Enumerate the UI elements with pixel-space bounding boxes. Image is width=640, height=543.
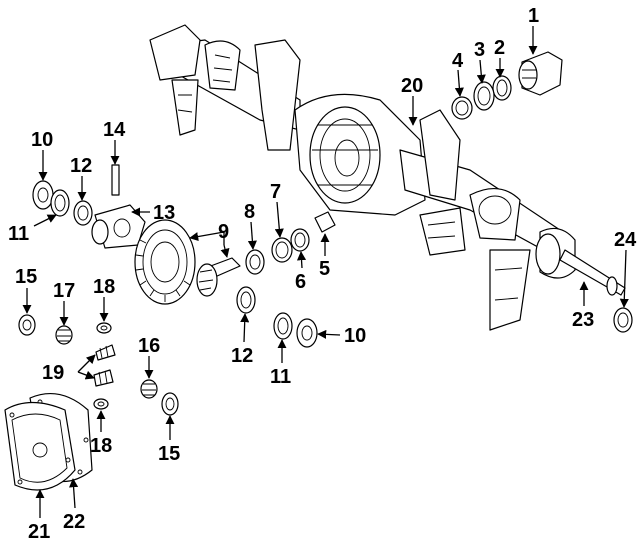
callout-labels: 1 2 3 4 20 10 14 12 11 13 9 8 7 6 5 15 1… <box>8 5 637 543</box>
callout-21: 21 <box>28 521 50 543</box>
bearing-8 <box>245 249 265 275</box>
washer-18-top <box>96 322 112 334</box>
pinion-gear-19-top <box>95 344 116 361</box>
pinion-bearing-3 <box>473 81 495 111</box>
callout-15-right: 15 <box>158 443 180 465</box>
ring-gear-9 <box>134 219 196 305</box>
pinion-yoke-1 <box>518 51 563 96</box>
callout-10-right: 10 <box>344 325 366 347</box>
callout-8: 8 <box>244 201 255 223</box>
callout-22: 22 <box>63 511 85 533</box>
callout-3: 3 <box>474 39 485 61</box>
callout-14: 14 <box>103 119 126 141</box>
callout-17: 17 <box>53 280 75 302</box>
callout-5: 5 <box>319 258 330 280</box>
shim-10-right <box>296 318 318 348</box>
axle-housing <box>149 24 626 331</box>
bearing-cup-7 <box>271 237 293 263</box>
leader-lines <box>22 26 629 518</box>
bearing-12-right <box>236 286 256 314</box>
callout-4: 4 <box>452 50 464 72</box>
side-gear-16 <box>140 379 158 399</box>
callout-6: 6 <box>295 271 306 293</box>
callout-10-left: 10 <box>31 129 53 151</box>
drive-pinion-9 <box>196 257 241 297</box>
seal-24 <box>613 307 633 333</box>
callout-24: 24 <box>614 229 637 251</box>
callout-11-right: 11 <box>270 366 291 388</box>
pinion-seal-2 <box>492 75 512 101</box>
callout-18-top: 18 <box>93 276 115 298</box>
bearing-12-left <box>73 200 93 226</box>
callout-12-left: 12 <box>70 155 92 177</box>
cross-shaft-14 <box>111 164 120 196</box>
callout-23: 23 <box>572 309 594 331</box>
callout-15-left: 15 <box>15 266 37 288</box>
callout-16: 16 <box>138 335 160 357</box>
collapsible-spacer-5 <box>314 211 336 233</box>
callout-19: 19 <box>42 362 64 384</box>
shim-10-left <box>32 180 54 210</box>
bearing-cup-11-right <box>273 312 293 340</box>
callout-9: 9 <box>218 221 229 243</box>
callout-1: 1 <box>528 5 539 27</box>
bearing-cup-11-left <box>50 189 70 217</box>
bearing-race-4 <box>451 96 473 120</box>
callout-20: 20 <box>401 75 423 97</box>
washer-18-bottom <box>93 398 109 410</box>
callout-11-left: 11 <box>8 223 29 245</box>
washer-15-right <box>161 392 179 416</box>
callout-18-bottom: 18 <box>90 435 112 457</box>
washer-15-left <box>18 314 36 336</box>
callout-12-right: 12 <box>231 345 253 367</box>
callout-7: 7 <box>270 181 281 203</box>
differential-cover-21 <box>4 401 76 491</box>
side-gear-17 <box>55 325 73 345</box>
shim-6 <box>290 228 310 252</box>
pinion-gear-19-bottom <box>93 369 114 387</box>
callout-2: 2 <box>494 37 505 59</box>
callout-13: 13 <box>153 202 175 224</box>
